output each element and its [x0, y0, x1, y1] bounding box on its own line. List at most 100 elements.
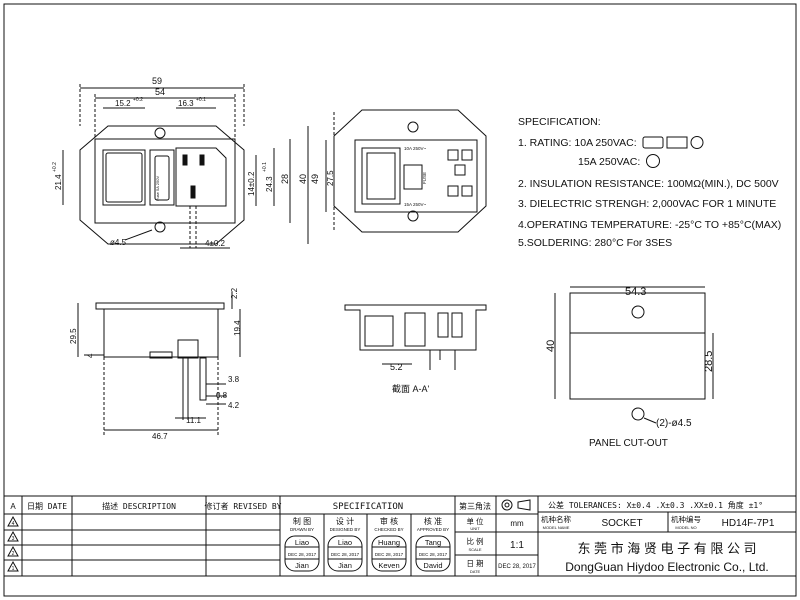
model-no-cn: 机种编号	[671, 514, 701, 524]
stamp-checked: Huang DEC 28, 2017 Keven	[371, 535, 407, 572]
rear-terminal-2	[461, 149, 473, 161]
dim-59: 59	[152, 76, 162, 86]
rear-label-15a: 15A 250V~	[404, 202, 427, 207]
front-fuse-holder	[149, 149, 175, 206]
rear-labels: 27.5 10A 250V~ 15A 250V~ FUSE	[326, 146, 427, 207]
dim-40: 40	[298, 174, 308, 184]
role-headings: 制 图 设 计 审 核 核 准 DRAWN BY DESIGNED BY CHE…	[290, 516, 449, 532]
cutout-hole-bottom	[631, 407, 645, 421]
front-pin-2	[199, 154, 205, 166]
stamp-checked-top: Huang	[378, 538, 400, 547]
rear-view	[325, 109, 487, 233]
rev-triangle-1	[7, 560, 19, 572]
header-description: 描述 DESCRIPTION	[102, 501, 176, 511]
stamp-drawn: Liao DEC 28, 2017 Jian	[284, 535, 320, 572]
dim-0-8: 0.8	[216, 391, 228, 400]
model-name-en: MODEL NAME	[543, 525, 570, 530]
front-fuse-cap	[154, 155, 170, 201]
revision-labels: A 4 3 2 1 日期 DATE 描述 DESCRIPTION 修订者 REV…	[10, 500, 763, 572]
specification-block: SPECIFICATION: 1. RATING: 10A 250VAC: 15…	[518, 116, 781, 249]
spec-rating-15a: 15A 250VAC:	[578, 156, 640, 168]
rear-fuse-block	[403, 164, 423, 190]
dim-14: 14±0.2	[247, 171, 256, 196]
rear-terminal-4	[447, 185, 459, 197]
dim-16-3-tol: +0.1	[196, 97, 206, 103]
unit-cn: 单 位	[466, 516, 484, 526]
rev-3: 3	[12, 536, 15, 542]
stamp-approved-date: DEC 28, 2017	[419, 552, 448, 557]
cutout-outline	[569, 292, 706, 400]
cutout-holes: (2)-ø4.5	[656, 418, 692, 429]
tuv-mark-icon	[642, 136, 664, 149]
stamp-approved-top: Tang	[425, 538, 441, 547]
side-switch-tab	[149, 351, 173, 359]
section-caption: 截面 A-A'	[392, 383, 430, 394]
stamp-drawn-date: DEC 28, 2017	[288, 552, 317, 557]
rear-switch-inner	[366, 152, 396, 200]
dim-15-2-tol: +0.2	[133, 97, 143, 103]
rev-triangle-4	[7, 515, 19, 527]
front-switch-rocker	[105, 152, 143, 203]
title-block-frame	[3, 495, 797, 577]
unit-en: UNIT	[470, 526, 480, 531]
date-en: DATE	[470, 569, 481, 574]
keti-mark-icon	[666, 136, 688, 149]
stamp-checked-date: DEC 28, 2017	[375, 552, 404, 557]
projection-label: 第三角法	[459, 501, 491, 511]
front-view	[62, 84, 309, 249]
rev-triangle-3	[7, 530, 19, 542]
rear-label-10a: 10A 250V~	[404, 146, 427, 151]
dim-4: 4±0.2	[205, 239, 226, 248]
dim-21-4-tol: +0.2	[52, 162, 58, 172]
rear-terminal-5	[461, 185, 473, 197]
stamp-checked-bottom: Keven	[378, 561, 399, 570]
stamp-designed: Liao DEC 28, 2017 Jian	[327, 535, 363, 572]
header-date: 日期 DATE	[27, 502, 67, 511]
front-mount-hole-bottom	[154, 221, 166, 233]
spec-title: SPECIFICATION:	[518, 116, 601, 128]
role-en-approved: APPROVED BY	[417, 527, 449, 532]
role-cn-designed: 设 计	[336, 516, 354, 526]
dim-49: 49	[310, 174, 320, 184]
role-en-checked: CHECKED BY	[374, 527, 403, 532]
dim-29-5: 29.5	[69, 328, 78, 344]
scale-cn: 比 例	[466, 536, 483, 546]
model-name-cn: 机种名称	[541, 514, 571, 524]
scale-value: 1:1	[510, 540, 524, 551]
front-body	[94, 138, 236, 224]
header-revised-by: 修订者 REVISED BY	[205, 501, 282, 511]
rev-1: 1	[12, 566, 15, 572]
dim-24-3: 24.3	[265, 176, 274, 192]
rear-terminal-1	[447, 149, 459, 161]
rev-2: 2	[12, 551, 15, 557]
stamp-approved: Tang DEC 28, 2017 David	[415, 535, 451, 572]
section-contact-2	[451, 312, 463, 338]
cutout-height: 40	[545, 340, 557, 352]
cutout-labels: 54.3 40 28.5 (2)-ø4.5 PANEL CUT-OUT	[545, 286, 715, 449]
spec-dielectric: 3. DIELECTRIC STRENGH: 2,000VAC FOR 1 MI…	[518, 198, 776, 210]
front-flange-outline	[79, 125, 245, 245]
scale-en: SCALE	[468, 547, 481, 552]
section-view	[344, 304, 487, 370]
rear-switch-body	[361, 147, 401, 205]
dim-28: 28	[280, 174, 290, 184]
side-view	[77, 292, 241, 436]
rev-4: 4	[12, 521, 15, 527]
side-pin-3	[199, 357, 207, 401]
ul-mark-icon	[646, 154, 660, 168]
side-dim-labels: 2.2 29.5 19.4 4 3.8 0.8 4.2 11.1 46.7	[69, 287, 242, 441]
rear-terminal-3	[454, 164, 466, 176]
cert-marks-10a	[642, 136, 704, 149]
dim-2-2: 2.2	[230, 287, 239, 299]
dim-46-7: 46.7	[152, 432, 168, 441]
dim-21-4: 21.4	[54, 174, 63, 190]
rear-label-fuse: FUSE	[422, 172, 427, 184]
dim-3-8: 3.8	[228, 375, 240, 384]
approval-stamps: Liao DEC 28, 2017 Jian Liao DEC 28, 2017…	[284, 535, 451, 572]
dim-19-4: 19.4	[233, 320, 242, 336]
cutout-inner-height: 28.5	[703, 351, 715, 372]
cutout-width: 54.3	[625, 286, 646, 298]
rear-mount-hole-bottom	[407, 210, 419, 222]
rev-triangle-2	[7, 545, 19, 557]
spec-operating: 4.OPERATING TEMPERATURE: -25°C TO +85°C(…	[518, 219, 781, 231]
